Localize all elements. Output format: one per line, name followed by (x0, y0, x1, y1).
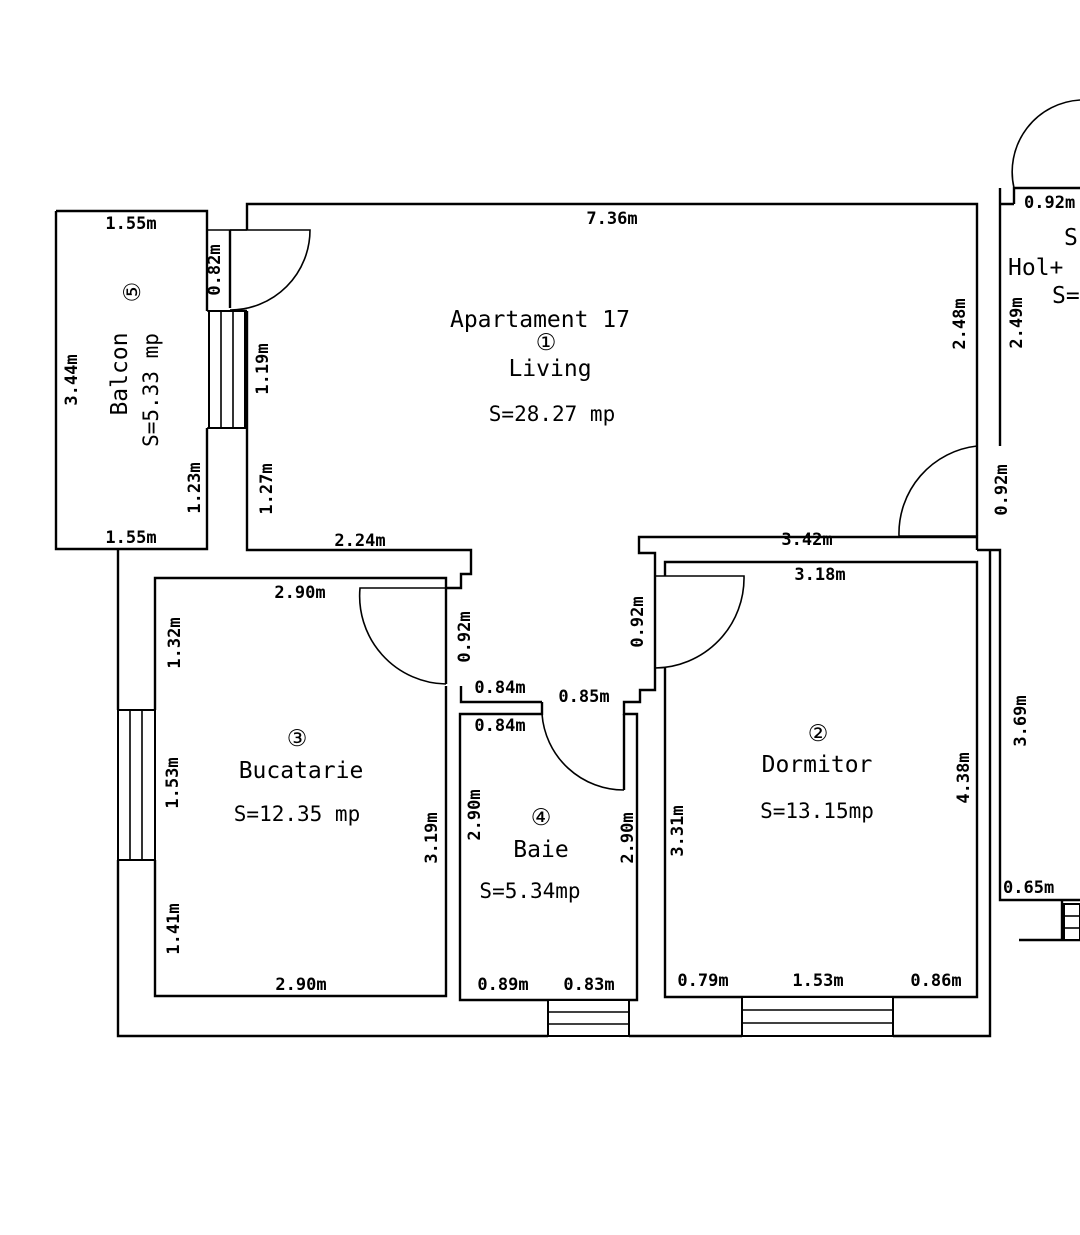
dim-hol-right: 3.69m (1011, 695, 1031, 746)
dim-baie-right: 2.90m (618, 812, 638, 863)
dim-dorm-left: 3.31m (668, 805, 688, 856)
dim-buc-left-win: 1.53m (163, 757, 183, 808)
balcon-door (228, 229, 311, 311)
apartment-outer-wall (116, 548, 1080, 1038)
dimension-labels: 1.55m 1.55m 7.36m 2.24m 3.42m 3.18m 2.90… (62, 193, 1075, 995)
doors (228, 99, 1080, 791)
dormitor-area: S=13.15mp (760, 799, 874, 823)
dormitor-number: ② (808, 721, 829, 747)
dim-hol-bottom: 0.65m (1003, 878, 1054, 898)
dim-buc-door: 0.92m (455, 611, 475, 662)
dim-balcon-right-low: 1.23m (185, 462, 205, 513)
apartment-title: Apartament 17 (450, 307, 630, 333)
dim-balcon-win: 1.19m (253, 343, 273, 394)
dim-balcon-left: 3.44m (62, 354, 82, 405)
bucatarie-number: ③ (287, 726, 308, 752)
dim-hol-left: 2.49m (1007, 297, 1027, 348)
hol-number-partial: S (1064, 225, 1078, 251)
dim-buc-top: 2.90m (274, 583, 325, 603)
entrance-door (1011, 99, 1080, 189)
dim-baie-top: 0.84m (474, 716, 525, 736)
dim-living-bottom-right: 3.42m (781, 530, 832, 550)
hol-window (1063, 903, 1080, 941)
living-number: ① (536, 330, 557, 356)
dormitor-name: Dormitor (762, 752, 873, 778)
hallway-wall (458, 668, 657, 1002)
dim-balcon-door: 0.82m (205, 244, 225, 295)
bucatarie-window (117, 709, 156, 861)
balcon-name: Balcon (107, 332, 133, 415)
hol-door (898, 445, 979, 537)
dormitor-window (741, 996, 894, 1037)
dim-living-top: 7.36m (586, 209, 637, 229)
dim-dorm-bottom-win: 1.53m (792, 971, 843, 991)
dim-hol-door: 0.92m (992, 464, 1012, 515)
bucatarie-name: Bucatarie (239, 758, 364, 784)
living-area: S=28.27 mp (489, 402, 615, 426)
balcon-wall (54, 209, 209, 551)
dim-dorm-bottom-right: 0.86m (910, 971, 961, 991)
dim-dorm-door: 0.92m (628, 596, 648, 647)
balcon-window (208, 310, 246, 429)
baie-name: Baie (513, 837, 568, 863)
baie-door (541, 713, 626, 791)
bucatarie-door (358, 587, 448, 685)
living-name: Living (508, 356, 591, 382)
hol-area-partial: S= (1052, 283, 1080, 309)
dormitor-wall (663, 560, 979, 999)
dim-hol-top: 0.92m (1024, 193, 1075, 213)
dim-baie-left: 2.90m (465, 789, 485, 840)
dim-dorm-bottom-left: 0.79m (677, 971, 728, 991)
balcon-number: ⑤ (120, 282, 146, 303)
bucatarie-wall (153, 576, 448, 998)
dim-balcon-top: 1.55m (105, 214, 156, 234)
bucatarie-area: S=12.35 mp (234, 802, 360, 826)
windows (117, 310, 1080, 1037)
baie-window (547, 999, 630, 1037)
dim-dorm-right: 4.38m (954, 752, 974, 803)
dormitor-door (653, 575, 745, 669)
dim-baie-bottom-left: 0.89m (477, 975, 528, 995)
dim-buc-left-top: 1.32m (165, 617, 185, 668)
dim-baie-bottom-right: 0.83m (563, 975, 614, 995)
hol-name: Hol+ (1008, 255, 1063, 281)
dim-hall-mid: 0.85m (558, 687, 609, 707)
dim-hall-left: 0.84m (474, 678, 525, 698)
dim-buc-left-low: 1.41m (164, 903, 184, 954)
baie-area: S=5.34mp (479, 879, 580, 903)
dim-buc-bottom: 2.90m (275, 975, 326, 995)
dim-dorm-top: 3.18m (794, 565, 845, 585)
dim-balcon-bottom: 1.55m (105, 528, 156, 548)
living-wall (230, 202, 979, 590)
baie-number: ④ (531, 805, 552, 831)
dim-living-right: 2.48m (950, 298, 970, 349)
dim-living-bottom-left: 2.24m (334, 531, 385, 551)
room-labels: Apartament 17 ① Living S=28.27 mp ② Dorm… (107, 225, 1080, 903)
dim-buc-right: 3.19m (422, 812, 442, 863)
dim-living-left-low: 1.27m (257, 463, 277, 514)
balcon-area: S=5.33 mp (139, 333, 163, 447)
